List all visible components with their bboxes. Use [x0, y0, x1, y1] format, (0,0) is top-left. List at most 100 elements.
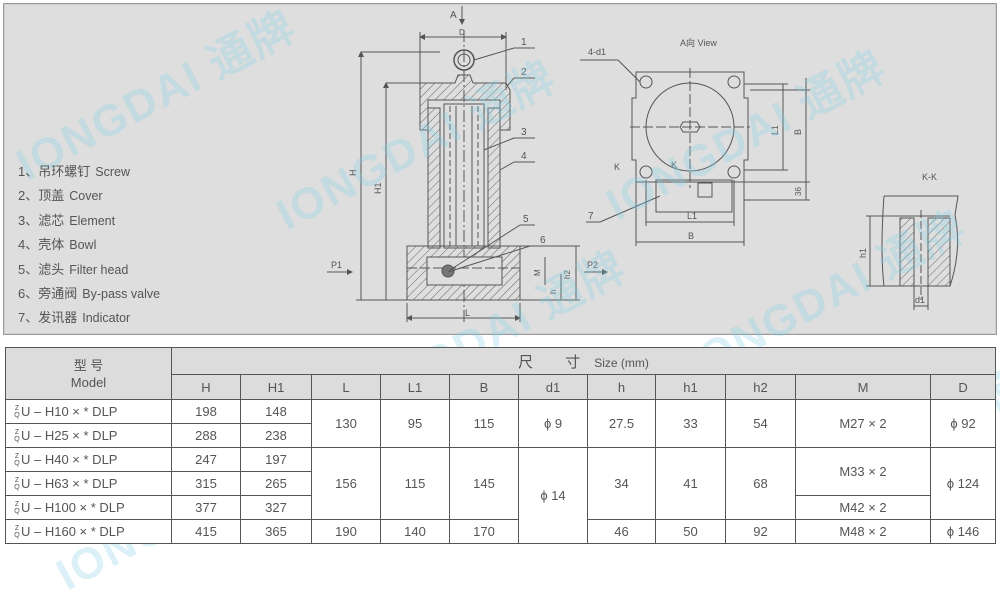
cell-b: 170: [449, 519, 519, 544]
cell-m: M33 × 2: [795, 447, 931, 496]
dim-small-h-label: h: [549, 290, 558, 294]
cell-d: ϕ 124: [929, 447, 997, 520]
section-mark-k-left: K: [614, 162, 620, 172]
dim-b-side-label: B: [793, 129, 803, 135]
dim-b-bottom-label: B: [688, 231, 694, 241]
dim-h-label: H: [348, 170, 358, 177]
cell-small-h: 34: [587, 447, 656, 520]
hole-label-4-d1: 4-d1: [588, 47, 606, 57]
col-header-d1: d1: [518, 374, 588, 400]
col-header-b: B: [449, 374, 519, 400]
dim-l-label: L: [465, 308, 470, 318]
cell-d: ϕ 146: [929, 519, 997, 544]
col-header-l1: L1: [380, 374, 450, 400]
cell-d1: ϕ 14: [518, 447, 588, 544]
cell-small-h: 46: [587, 519, 656, 544]
cell-h2: 54: [725, 399, 796, 448]
cell-h: 415: [171, 519, 241, 544]
cell-b: 115: [449, 399, 519, 448]
cell-h2: 68: [725, 447, 796, 520]
callout-3: 3: [521, 127, 527, 138]
callout-4: 4: [521, 151, 527, 162]
cell-b: 145: [449, 447, 519, 520]
dim-d-label: D: [459, 28, 465, 37]
cell-m: M27 × 2: [795, 399, 931, 448]
cell-h1: 148: [240, 399, 312, 424]
view-a-label: A: [450, 10, 457, 21]
cell-l: 130: [311, 399, 381, 448]
cell-h1: 327: [240, 495, 312, 520]
cell-small-h1: 41: [655, 447, 726, 520]
dim-section-d1-label: d1: [915, 295, 925, 305]
size-header: 尺 寸Size (mm): [170, 347, 997, 375]
col-header-h1: H1: [240, 374, 312, 400]
callout-1: 1: [521, 37, 527, 48]
cell-h1: 265: [240, 471, 312, 496]
callout-7: 7: [588, 211, 594, 222]
callout-5: 5: [523, 214, 529, 225]
cell-small-h1: 33: [655, 399, 726, 448]
cell-small-h: 27.5: [587, 399, 656, 448]
view-a-title: A向 View: [680, 37, 717, 48]
dimension-table: 型 号 Model 尺 寸Size (mm) H H1 L L1 B d1 h …: [5, 347, 997, 544]
col-header-m: M: [795, 374, 931, 400]
callout-2: 2: [521, 67, 527, 78]
dim-m-label: M: [533, 269, 542, 276]
cell-l1: 115: [380, 447, 450, 520]
cell-h1: 197: [240, 447, 312, 472]
model-header: 型 号 Model: [5, 347, 172, 400]
dim-l1-bottom-label: L1: [687, 211, 697, 221]
section-mark-k-right: K: [671, 160, 677, 170]
cell-l: 156: [311, 447, 381, 520]
cell-h1: 238: [240, 423, 312, 448]
cell-l1: 95: [380, 399, 450, 448]
cell-h: 247: [171, 447, 241, 472]
col-header-d: D: [929, 374, 997, 400]
cell-h2: 92: [725, 519, 796, 544]
section-k-k: K-K h1 d1: [858, 172, 959, 310]
inlet-p1-label: P1: [331, 260, 342, 270]
outlet-p2-label: P2: [587, 260, 598, 270]
cell-m: M48 × 2: [795, 519, 931, 544]
cell-h: 288: [171, 423, 241, 448]
side-view: A D H H1: [327, 6, 608, 322]
dim-l1-side-label: L1: [770, 125, 780, 135]
col-header-l: L: [311, 374, 381, 400]
technical-drawing: A D H H1: [327, 6, 959, 322]
cell-d1: ϕ 9: [518, 399, 588, 448]
cell-l1: 140: [380, 519, 450, 544]
col-header-h: H: [171, 374, 241, 400]
dim-36-label: 36: [794, 187, 803, 196]
cell-d: ϕ 92: [929, 399, 997, 448]
callout-6: 6: [540, 235, 546, 246]
cell-h: 377: [171, 495, 241, 520]
col-header-small-h: h: [587, 374, 656, 400]
dim-h2-label: h2: [563, 270, 572, 279]
cell-l: 190: [311, 519, 381, 544]
dim-h1-label: H1: [373, 182, 383, 194]
cell-h: 315: [171, 471, 241, 496]
cell-m: M42 × 2: [795, 495, 931, 520]
cell-small-h1: 50: [655, 519, 726, 544]
top-view: A向 View 4-d1 L1 B 36 L1 B K K: [580, 37, 810, 246]
cell-h1: 365: [240, 519, 312, 544]
